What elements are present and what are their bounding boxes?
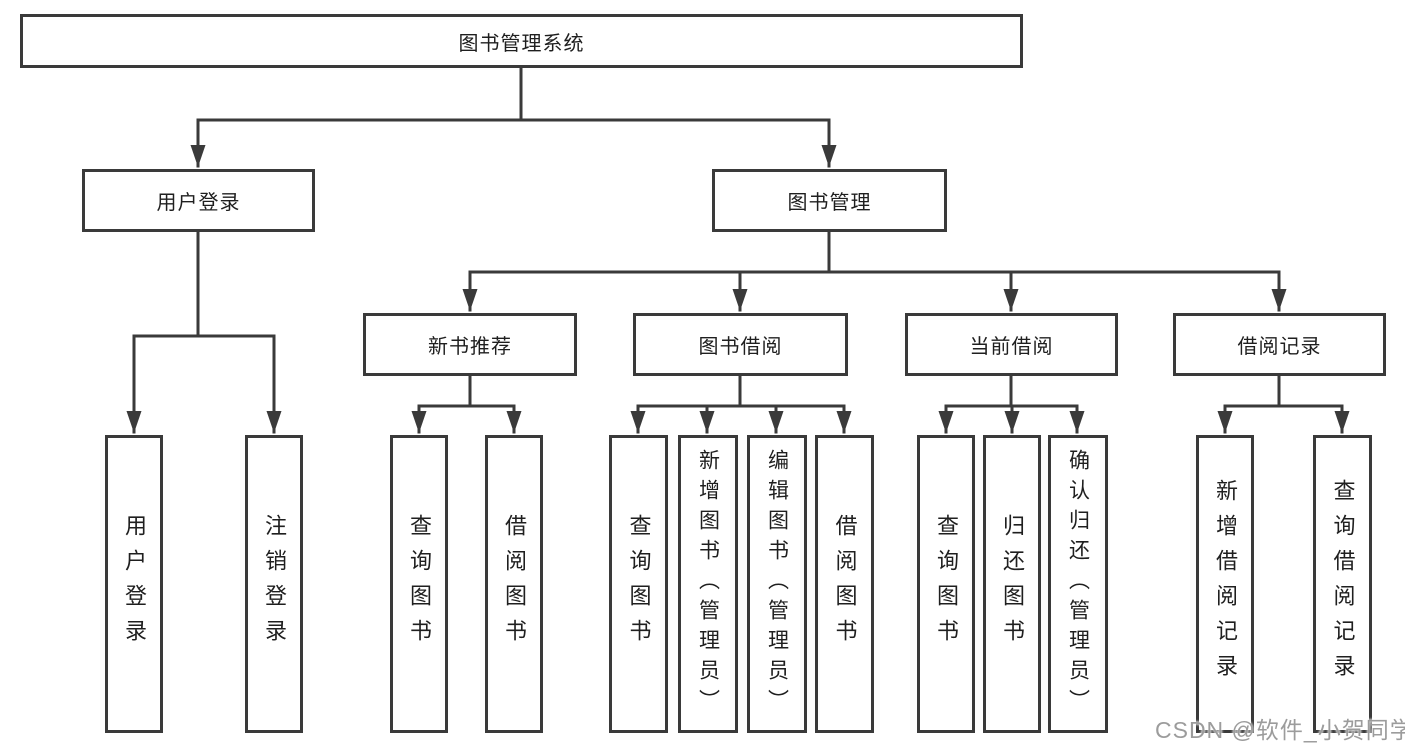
node-book-management-system: 图书管理系统 xyxy=(20,14,1023,68)
leaf-recommend-borrow-books-label: 借阅图书 xyxy=(502,514,527,654)
leaf-borrow-query-books: 查询图书 xyxy=(609,435,668,733)
node-new-book-recommend: 新书推荐 xyxy=(363,313,577,376)
node-user-login-label: 用户登录 xyxy=(156,192,241,214)
node-current-borrow: 当前借阅 xyxy=(905,313,1118,376)
leaf-recommend-query-books: 查询图书 xyxy=(390,435,448,733)
leaf-current-confirm-return-admin-label: 确认归还（管理员） xyxy=(1066,449,1090,719)
leaf-user-login: 用户登录 xyxy=(105,435,163,733)
leaf-borrow-edit-books-admin: 编辑图书（管理员） xyxy=(747,435,807,733)
node-current-borrow-label: 当前借阅 xyxy=(969,336,1054,358)
leaf-current-query-books-label: 查询图书 xyxy=(934,514,959,654)
leaf-user-login-label: 用户登录 xyxy=(122,514,147,654)
leaf-borrow-query-books-label: 查询图书 xyxy=(626,514,652,654)
leaf-current-return-books: 归还图书 xyxy=(983,435,1041,733)
leaf-borrow-edit-books-admin-label: 编辑图书（管理员） xyxy=(765,449,789,719)
leaf-current-confirm-return-admin: 确认归还（管理员） xyxy=(1048,435,1108,733)
leaf-records-query-record: 查询借阅记录 xyxy=(1313,435,1372,733)
leaf-records-add-record-label: 新增借阅记录 xyxy=(1213,479,1238,689)
leaf-logout-label: 注销登录 xyxy=(262,514,287,654)
watermark: CSDN @软件_小贺同学 xyxy=(1155,717,1405,743)
leaf-records-query-record-label: 查询借阅记录 xyxy=(1330,479,1356,689)
leaf-current-query-books: 查询图书 xyxy=(917,435,975,733)
connector-current-trunk xyxy=(944,374,1079,408)
connector-borrow-trunk xyxy=(636,374,846,408)
node-book-management-label: 图书管理 xyxy=(787,192,872,214)
connector-records-trunk xyxy=(1223,374,1344,408)
connector-root-trunk xyxy=(196,66,831,122)
leaf-borrow-borrow-books: 借阅图书 xyxy=(815,435,874,733)
node-book-management: 图书管理 xyxy=(712,169,947,232)
leaf-recommend-borrow-books: 借阅图书 xyxy=(485,435,543,733)
leaf-records-add-record: 新增借阅记录 xyxy=(1196,435,1254,733)
node-book-borrow-label: 图书借阅 xyxy=(698,336,783,358)
connector-recommend-trunk xyxy=(417,374,516,408)
leaf-borrow-add-books-admin-label: 新增图书（管理员） xyxy=(696,449,720,719)
node-borrow-records-label: 借阅记录 xyxy=(1237,336,1322,358)
leaf-current-return-books-label: 归还图书 xyxy=(1000,514,1025,654)
leaf-borrow-borrow-books-label: 借阅图书 xyxy=(832,514,858,654)
node-book-management-system-label: 图书管理系统 xyxy=(458,32,585,55)
connector-management-trunk xyxy=(468,230,1281,274)
leaf-borrow-add-books-admin: 新增图书（管理员） xyxy=(678,435,738,733)
leaf-logout: 注销登录 xyxy=(245,435,303,733)
leaf-recommend-query-books-label: 查询图书 xyxy=(407,514,432,654)
node-user-login: 用户登录 xyxy=(82,169,315,232)
node-new-book-recommend-label: 新书推荐 xyxy=(428,336,512,358)
node-book-borrow: 图书借阅 xyxy=(633,313,848,376)
connector-login-trunk xyxy=(132,230,276,338)
node-borrow-records: 借阅记录 xyxy=(1173,313,1386,376)
